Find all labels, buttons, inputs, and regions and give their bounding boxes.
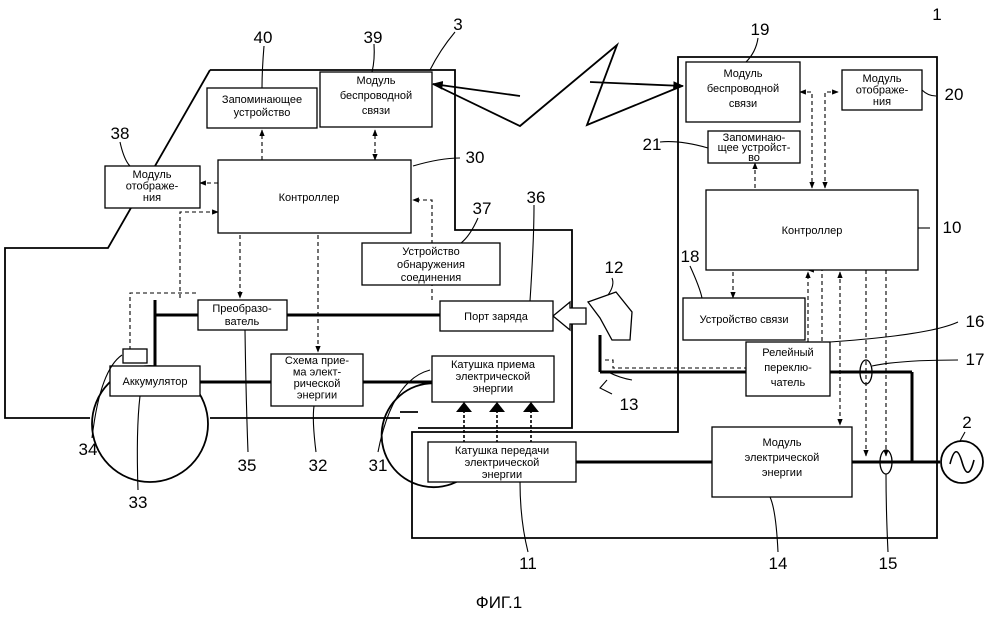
label-line: Модуль — [724, 68, 763, 80]
ref-11: 11 — [519, 554, 537, 573]
ref-36: 36 — [527, 188, 546, 207]
label-line: ма элект- — [293, 367, 342, 379]
accumulator-label: Аккумулятор — [123, 376, 188, 388]
label-line: связи — [362, 105, 390, 117]
ref-20: 20 — [945, 85, 964, 104]
ref-37: 37 — [473, 199, 492, 218]
label-line: Аккумулятор — [123, 376, 188, 388]
ref-34: 34 — [79, 440, 98, 459]
memory-vehicle-label: Запоминающееустройство — [222, 94, 302, 119]
label-line: Устройство — [402, 246, 460, 258]
label-line: Модуль — [763, 437, 802, 449]
label-line: энергии — [482, 469, 522, 481]
ref-2: 2 — [962, 413, 971, 432]
label-line: Катушка приема — [451, 359, 536, 371]
connection-detector-label: Устройствообнаружениясоединения — [397, 246, 465, 284]
label-line: соединения — [401, 272, 462, 284]
label-line: Преобразо- — [212, 303, 272, 315]
ref-13: 15 — [879, 554, 898, 573]
ref-17: 17 — [966, 350, 985, 369]
charging-plug — [588, 292, 632, 340]
label-line: во — [748, 152, 760, 164]
label-line: электрической — [456, 371, 531, 383]
label-line: энергии — [473, 383, 513, 395]
label-line: Модуль — [863, 73, 902, 85]
figure-caption: ФИГ.1 — [476, 593, 522, 612]
ref-21: 21 — [643, 135, 662, 154]
controller-vehicle-label: Контроллер — [279, 192, 340, 204]
ref-16: 16 — [966, 312, 985, 331]
ref-12: 14 — [769, 554, 788, 573]
ref-38: 38 — [111, 124, 130, 143]
ref-39: 39 — [364, 28, 383, 47]
label-line: отображе- — [856, 85, 909, 97]
comm-device-label: Устройство связи — [700, 314, 789, 326]
label-line: ния — [873, 96, 891, 108]
charge-port-label: Порт заряда — [464, 311, 529, 323]
label-line: Схема прие- — [285, 355, 350, 367]
ref-35: 35 — [238, 456, 257, 475]
label-line: беспроводной — [707, 83, 779, 95]
ref-3: 3 — [453, 15, 462, 34]
label-line: связи — [729, 98, 757, 110]
ref-33: 33 — [129, 493, 148, 512]
label-line: Устройство связи — [700, 314, 789, 326]
label-line: отображе- — [126, 181, 179, 193]
connection-sensor — [123, 349, 147, 363]
label-line: чатель — [771, 377, 806, 389]
power-transfer-arrows — [456, 402, 539, 448]
label-line: Модуль — [357, 75, 396, 87]
label-line: энергии — [297, 390, 337, 402]
label-line: электрической — [465, 457, 540, 469]
ref-40: 40 — [254, 28, 273, 47]
label-line: Порт заряда — [464, 311, 529, 323]
label-line: рической — [294, 378, 341, 390]
label-line: Запоминающее — [222, 94, 302, 106]
ref-14: 12 — [605, 258, 624, 277]
label-line: Катушка передачи — [455, 445, 549, 457]
controller-station-label: Контроллер — [782, 225, 843, 237]
label-line: ния — [143, 192, 161, 204]
label-line: обнаружения — [397, 259, 465, 271]
label-line: ватель — [225, 316, 260, 328]
charge-port-arrow — [553, 302, 586, 330]
label-line: энергии — [762, 467, 802, 479]
label-line: Релейный — [762, 347, 813, 359]
ref-1: 1 — [932, 5, 941, 24]
ref-19: 19 — [751, 20, 770, 39]
label-line: Контроллер — [279, 192, 340, 204]
label-line: Контроллер — [782, 225, 843, 237]
ref-30: 30 — [466, 148, 485, 167]
label-line: переклю- — [764, 362, 812, 374]
label-line: электрической — [745, 452, 820, 464]
wireless-link-zigzag — [433, 45, 682, 126]
ref-15: 13 — [620, 395, 639, 414]
ref-32: 32 — [309, 456, 328, 475]
label-line: Модуль — [133, 169, 172, 181]
ref-31: 31 — [369, 456, 388, 475]
ref-10: 10 — [943, 218, 962, 237]
ref-18: 18 — [681, 247, 700, 266]
label-line: устройство — [234, 107, 291, 119]
label-line: беспроводной — [340, 90, 412, 102]
